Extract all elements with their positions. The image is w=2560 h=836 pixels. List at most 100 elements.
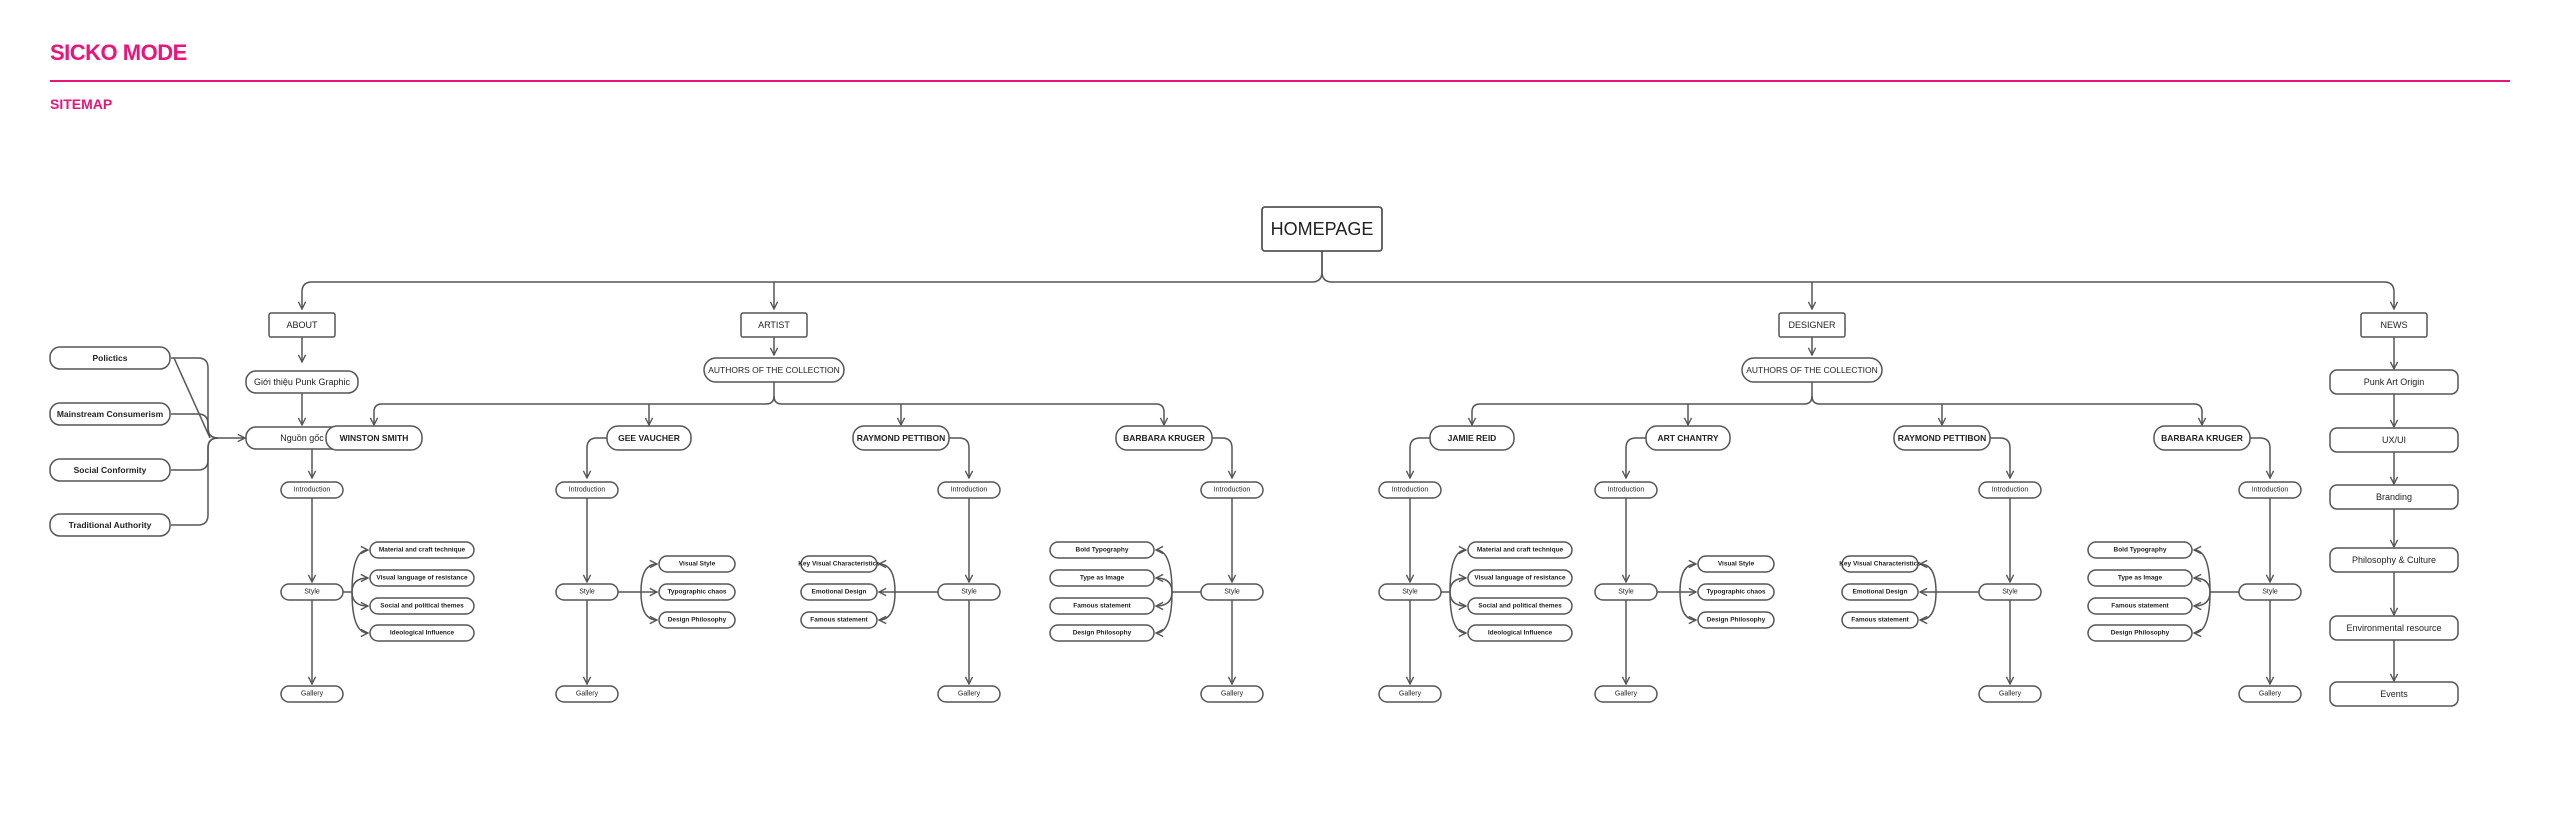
person-node-raymond-pettibon[interactable]: RAYMOND PETTIBON xyxy=(852,425,950,451)
style-item-node[interactable]: Typographic chaos xyxy=(1697,583,1775,601)
news-item-node[interactable]: Philosophy & Culture xyxy=(2329,547,2459,573)
style-node[interactable]: Style xyxy=(1200,583,1264,601)
node-label: Punk Art Origin xyxy=(2364,377,2425,387)
designer-node[interactable]: DESIGNER xyxy=(1778,312,1846,338)
style-item-node[interactable]: Visual Style xyxy=(658,555,736,573)
gallery-node[interactable]: Gallery xyxy=(2238,685,2302,703)
style-item-node[interactable]: Famous statement xyxy=(1841,611,1919,629)
introduction-node[interactable]: Introduction xyxy=(280,481,344,499)
style-item-node[interactable]: Social and political themes xyxy=(369,597,475,615)
introduction-node[interactable]: Introduction xyxy=(1200,481,1264,499)
header-divider xyxy=(50,80,2510,82)
news-item-node[interactable]: Environmental resource xyxy=(2329,615,2459,641)
style-item-node[interactable]: Design Philosophy xyxy=(658,611,736,629)
introduction-node[interactable]: Introduction xyxy=(1978,481,2042,499)
homepage-node[interactable]: HOMEPAGE xyxy=(1261,206,1383,252)
node-label: Style xyxy=(1224,589,1240,596)
about-topic-node[interactable]: Polictics xyxy=(49,346,171,370)
style-item-node[interactable]: Ideological Influence xyxy=(369,624,475,642)
node-label: Introduction xyxy=(1992,487,2029,494)
style-item-node[interactable]: Bold Typography xyxy=(2087,541,2193,559)
node-label: ART CHANTRY xyxy=(1657,433,1718,443)
person-node-gee-vaucher[interactable]: GEE VAUCHER xyxy=(606,425,692,451)
news-item-node[interactable]: Events xyxy=(2329,681,2459,707)
style-item-node[interactable]: Ideological Influence xyxy=(1467,624,1573,642)
gallery-node[interactable]: Gallery xyxy=(555,685,619,703)
style-item-node[interactable]: Famous statement xyxy=(1049,597,1155,615)
introduction-node[interactable]: Introduction xyxy=(937,481,1001,499)
style-item-node[interactable]: Emotional Design xyxy=(800,583,878,601)
gallery-node[interactable]: Gallery xyxy=(280,685,344,703)
style-node[interactable]: Style xyxy=(1378,583,1442,601)
news-item-node[interactable]: Branding xyxy=(2329,484,2459,510)
node-label: Social and political themes xyxy=(1478,603,1562,610)
style-item-node[interactable]: Type as Image xyxy=(1049,569,1155,587)
person-node-jamie-reid[interactable]: JAMIE REID xyxy=(1429,425,1515,451)
connector xyxy=(351,591,368,606)
style-item-node[interactable]: Material and craft technique xyxy=(1467,541,1573,559)
about-topic-node[interactable]: Traditional Authority xyxy=(49,513,171,537)
designer-authors-node[interactable]: AUTHORS OF THE COLLECTION xyxy=(1741,357,1883,383)
style-node[interactable]: Style xyxy=(280,583,344,601)
news-item-node[interactable]: Punk Art Origin xyxy=(2329,369,2459,395)
gallery-node[interactable]: Gallery xyxy=(1378,685,1442,703)
gallery-node[interactable]: Gallery xyxy=(1594,685,1658,703)
style-node[interactable]: Style xyxy=(1978,583,2042,601)
connector xyxy=(587,437,607,478)
style-item-node[interactable]: Material and craft technique xyxy=(369,541,475,559)
style-node[interactable]: Style xyxy=(1594,583,1658,601)
style-item-node[interactable]: Design Philosophy xyxy=(1697,611,1775,629)
style-item-node[interactable]: Key Visual Characteristics xyxy=(798,555,880,573)
style-node[interactable]: Style xyxy=(2238,583,2302,601)
gallery-node[interactable]: Gallery xyxy=(1200,685,1264,703)
introduction-node[interactable]: Introduction xyxy=(555,481,619,499)
style-item-node[interactable]: Design Philosophy xyxy=(2087,624,2193,642)
about-topic-node[interactable]: Mainstream Consumerism xyxy=(49,402,171,426)
node-box xyxy=(2329,484,2459,510)
connector xyxy=(949,437,969,478)
person-node-barbara-kruger[interactable]: BARBARA KRUGER xyxy=(2153,425,2251,451)
person-node-barbara-kruger[interactable]: BARBARA KRUGER xyxy=(1115,425,1213,451)
node-label: Style xyxy=(2262,589,2278,596)
node-box xyxy=(2087,624,2193,642)
style-item-node[interactable]: Key Visual Characteristics xyxy=(1839,555,1921,573)
style-item-node[interactable]: Bold Typography xyxy=(1049,541,1155,559)
node-box xyxy=(703,357,845,383)
person-node-raymond-pettibon[interactable]: RAYMOND PETTIBON xyxy=(1893,425,1991,451)
node-box xyxy=(800,583,878,601)
news-item-node[interactable]: UX/UI xyxy=(2329,427,2459,453)
style-item-node[interactable]: Visual language of resistance xyxy=(369,569,475,587)
node-box xyxy=(1467,597,1573,615)
person-node-art-chantry[interactable]: ART CHANTRY xyxy=(1645,425,1731,451)
style-item-node[interactable]: Typographic chaos xyxy=(658,583,736,601)
about-topic-node[interactable]: Social Conformity xyxy=(49,458,171,482)
style-item-node[interactable]: Visual Style xyxy=(1697,555,1775,573)
introduction-node[interactable]: Introduction xyxy=(1378,481,1442,499)
gallery-node[interactable]: Gallery xyxy=(1978,685,2042,703)
style-node[interactable]: Style xyxy=(937,583,1001,601)
introduction-node[interactable]: Introduction xyxy=(2238,481,2302,499)
node-box xyxy=(1978,685,2042,703)
style-item-node[interactable]: Design Philosophy xyxy=(1049,624,1155,642)
node-label: RAYMOND PETTIBON xyxy=(1898,433,1986,443)
artist-authors-node[interactable]: AUTHORS OF THE COLLECTION xyxy=(703,357,845,383)
node-label: Ideological Influence xyxy=(1488,630,1553,637)
gallery-node[interactable]: Gallery xyxy=(937,685,1001,703)
news-node[interactable]: NEWS xyxy=(2360,312,2428,338)
node-box xyxy=(2238,583,2302,601)
style-item-node[interactable]: Social and political themes xyxy=(1467,597,1573,615)
style-item-node[interactable]: Emotional Design xyxy=(1841,583,1919,601)
introduction-node[interactable]: Introduction xyxy=(1594,481,1658,499)
about-node[interactable]: ABOUT xyxy=(268,312,336,338)
style-item-node[interactable]: Visual language of resistance xyxy=(1467,569,1573,587)
style-item-node[interactable]: Type as Image xyxy=(2087,569,2193,587)
about-intro-node[interactable]: Giới thiệu Punk Graphic xyxy=(245,370,359,394)
artist-node[interactable]: ARTIST xyxy=(740,312,808,338)
person-node-winston-smith[interactable]: WINSTON SMITH xyxy=(325,425,423,451)
style-item-node[interactable]: Famous statement xyxy=(2087,597,2193,615)
node-box xyxy=(1049,541,1155,559)
brand-title: SICKO MODE xyxy=(50,40,187,65)
style-node[interactable]: Style xyxy=(555,583,619,601)
node-box xyxy=(1841,611,1919,629)
style-item-node[interactable]: Famous statement xyxy=(800,611,878,629)
